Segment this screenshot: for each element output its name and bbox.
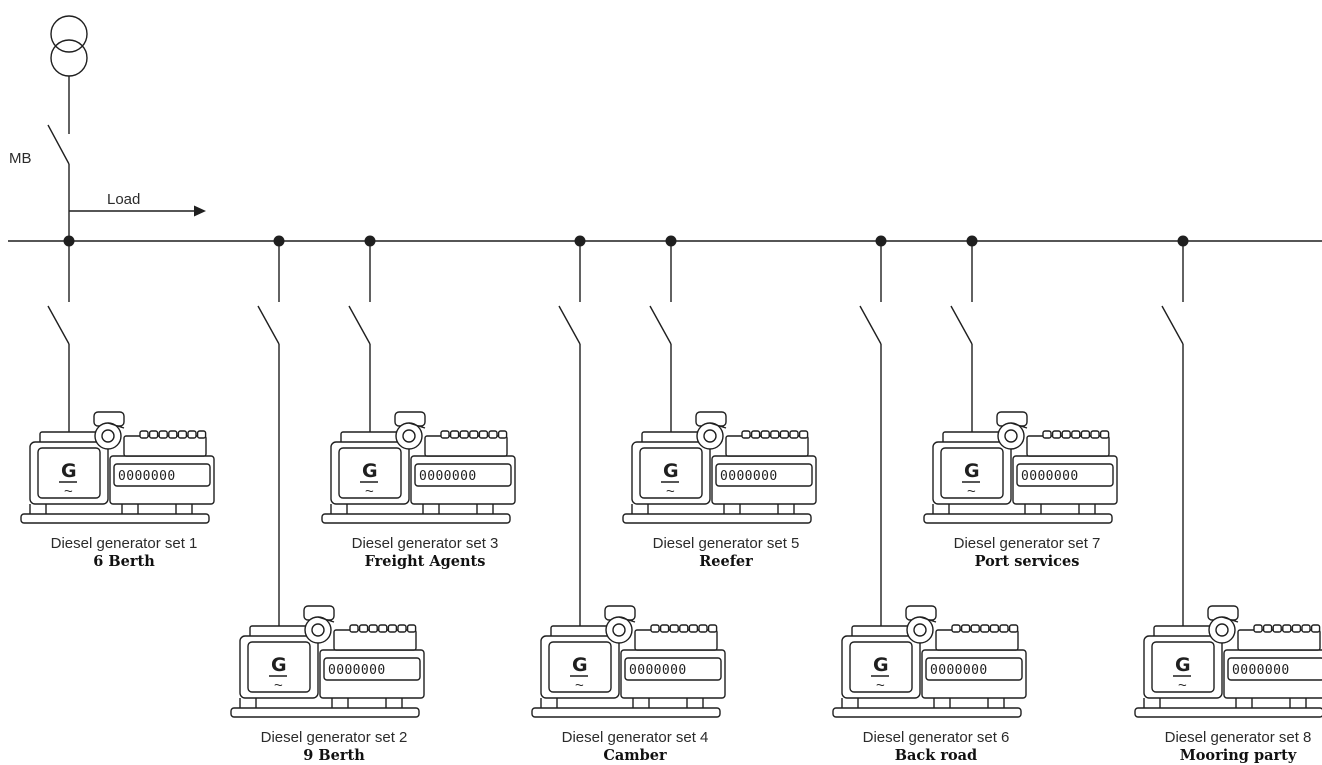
generator-tilde: ~ (876, 677, 885, 694)
diesel-generator-icon: G~0000000 (832, 605, 1027, 718)
breaker-switch-icon (859, 305, 882, 345)
generator-location: Camber (603, 747, 667, 764)
generator-location: Reefer (699, 553, 753, 570)
generator-location: 6 Berth (93, 553, 155, 570)
breaker-switch-icon (950, 305, 973, 345)
main-breaker: MB (9, 76, 70, 241)
breaker-switch-icon (257, 305, 280, 345)
breaker-switch-icon (47, 305, 70, 345)
generator-name: Diesel generator set 4 (562, 729, 709, 746)
load-arrow-icon (194, 205, 206, 217)
breaker-switch-icon (558, 305, 581, 345)
generator-tilde: ~ (64, 483, 73, 500)
engine-cylinders: 0000000 (1021, 469, 1079, 484)
generator-symbol: G (873, 654, 889, 676)
generator-symbol: G (572, 654, 588, 676)
generator-tilde: ~ (666, 483, 675, 500)
engine-cylinders: 0000000 (1232, 663, 1290, 678)
generator-name: Diesel generator set 5 (653, 535, 800, 552)
generator-symbol: G (964, 460, 980, 482)
generator-symbol: G (61, 460, 77, 482)
diesel-generator-icon: G~0000000 (321, 411, 516, 524)
breaker-switch-icon (1161, 305, 1184, 345)
generator-tilde: ~ (967, 483, 976, 500)
breaker-switch-icon (649, 305, 672, 345)
generator-tilde: ~ (575, 677, 584, 694)
generator-tilde: ~ (365, 483, 374, 500)
generator-name: Diesel generator set 8 (1165, 729, 1312, 746)
engine-cylinders: 0000000 (118, 469, 176, 484)
generator-location: 9 Berth (303, 747, 365, 764)
transformer-icon (50, 15, 88, 77)
generator-symbol: G (271, 654, 287, 676)
generator-tilde: ~ (1178, 677, 1187, 694)
breaker-switch-icon (348, 305, 371, 345)
engine-cylinders: 0000000 (629, 663, 687, 678)
main-breaker-label: MB (9, 150, 32, 167)
load-arrow: Load (69, 191, 206, 217)
generator-name: Diesel generator set 2 (261, 729, 408, 746)
engine-cylinders: 0000000 (720, 469, 778, 484)
diesel-generator-icon: G~0000000 (923, 411, 1118, 524)
diesel-generator-icon: G~0000000 (531, 605, 726, 718)
generator-location: Port services (975, 553, 1080, 570)
generator-name: Diesel generator set 7 (954, 535, 1101, 552)
generator-location: Mooring party (1180, 747, 1297, 764)
engine-cylinders: 0000000 (419, 469, 477, 484)
generator-symbol: G (663, 460, 679, 482)
generator-name: Diesel generator set 3 (352, 535, 499, 552)
engine-cylinders: 0000000 (328, 663, 386, 678)
generator-location: Back road (895, 747, 977, 764)
generator-location: Freight Agents (365, 553, 486, 570)
diesel-generator-icon: G~0000000 (622, 411, 817, 524)
diesel-generator-icon: G~0000000 (1134, 605, 1322, 718)
generator-name: Diesel generator set 1 (51, 535, 198, 552)
generator-symbol: G (362, 460, 378, 482)
main-breaker-switch-icon (47, 124, 70, 165)
generator-tilde: ~ (274, 677, 283, 694)
engine-cylinders: 0000000 (930, 663, 988, 678)
diesel-generator-icon: G~0000000 (20, 411, 215, 524)
generator-symbol: G (1175, 654, 1191, 676)
diesel-generator-icon: G~0000000 (230, 605, 425, 718)
load-label: Load (107, 191, 140, 208)
generator-name: Diesel generator set 6 (863, 729, 1010, 746)
